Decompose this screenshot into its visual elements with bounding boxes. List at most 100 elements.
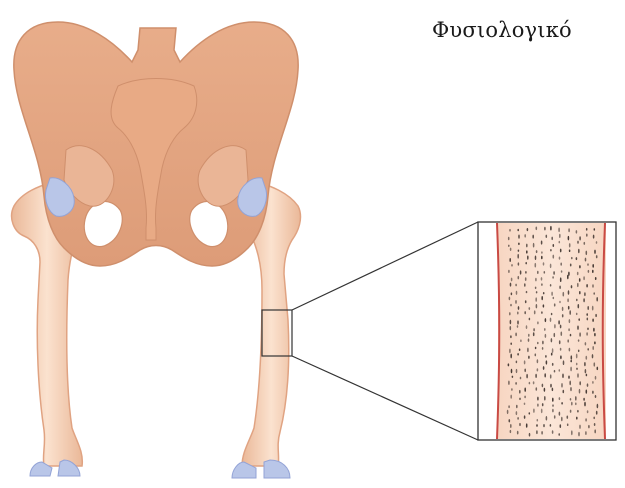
pore — [596, 241, 598, 244]
pore — [537, 368, 539, 371]
pore — [533, 243, 535, 248]
pore — [526, 374, 528, 379]
pore — [570, 334, 572, 337]
pore — [561, 383, 563, 388]
pore — [517, 320, 519, 324]
pore — [570, 398, 572, 401]
pore — [542, 384, 544, 388]
pore — [546, 360, 548, 364]
pore — [579, 425, 581, 429]
pore — [587, 383, 589, 387]
pore — [550, 226, 552, 231]
diagram-title: Φυσιολογικό — [432, 18, 572, 42]
pore — [576, 368, 578, 370]
pore — [595, 314, 597, 317]
pore — [526, 244, 528, 248]
pore — [541, 277, 543, 281]
pore — [592, 381, 594, 384]
pore — [561, 331, 563, 335]
pore — [520, 377, 522, 380]
pore — [512, 376, 514, 378]
pore — [541, 256, 543, 260]
pore — [593, 235, 595, 239]
pore — [559, 412, 561, 416]
pore — [570, 410, 572, 413]
callout-line-bottom — [292, 356, 478, 440]
pore — [518, 306, 520, 310]
pore — [559, 257, 561, 260]
pore — [579, 332, 581, 336]
pore — [550, 424, 552, 427]
pore — [545, 334, 547, 338]
pore — [576, 230, 578, 233]
pore — [536, 250, 538, 253]
pore — [525, 300, 527, 303]
pore — [526, 325, 528, 329]
pore — [560, 277, 562, 282]
pore — [527, 228, 529, 231]
pore — [524, 415, 526, 418]
pore — [577, 410, 579, 413]
pore — [541, 431, 543, 435]
pore — [587, 263, 589, 266]
pore — [560, 424, 562, 428]
pore — [517, 431, 519, 435]
pore — [529, 307, 531, 310]
pore — [517, 417, 519, 420]
pore — [554, 303, 556, 306]
pore — [515, 382, 517, 385]
pore — [576, 354, 578, 359]
pore — [535, 278, 537, 282]
pore — [592, 318, 594, 321]
pore — [571, 430, 573, 435]
pore — [508, 245, 510, 247]
pore — [559, 369, 561, 372]
pore — [509, 229, 511, 232]
pore — [570, 264, 572, 267]
pore — [543, 366, 545, 370]
pore — [576, 299, 578, 302]
pore — [560, 348, 562, 351]
pore — [515, 333, 517, 337]
pore — [584, 242, 586, 245]
pore — [594, 362, 596, 366]
pore — [553, 271, 555, 275]
pore — [550, 264, 552, 268]
pore — [520, 270, 522, 274]
callout-line-top — [292, 222, 478, 310]
pore — [561, 417, 563, 422]
pore — [586, 389, 588, 393]
pore — [511, 264, 513, 267]
pore — [559, 340, 561, 344]
pore — [541, 311, 543, 314]
pore — [524, 283, 526, 287]
pore — [524, 234, 526, 237]
pore — [559, 286, 561, 290]
pore — [571, 402, 573, 406]
pore — [511, 369, 513, 374]
pore — [537, 271, 539, 274]
pore — [559, 234, 561, 238]
pore — [562, 314, 564, 317]
pore — [508, 363, 510, 366]
pore — [592, 264, 594, 268]
pore — [553, 297, 555, 299]
pore — [544, 328, 546, 331]
pore — [533, 328, 535, 331]
pore — [550, 384, 552, 388]
pore — [536, 387, 538, 391]
pore — [567, 275, 569, 279]
pore — [510, 320, 512, 325]
pore — [550, 284, 552, 287]
pore — [586, 313, 588, 316]
pore — [551, 237, 553, 240]
pore — [588, 270, 590, 273]
pore — [553, 244, 555, 247]
pore — [579, 291, 581, 294]
pore — [592, 391, 594, 394]
pore — [578, 249, 580, 254]
pore — [526, 250, 528, 253]
pore — [518, 249, 520, 251]
pore — [544, 227, 546, 231]
pore — [527, 348, 529, 353]
